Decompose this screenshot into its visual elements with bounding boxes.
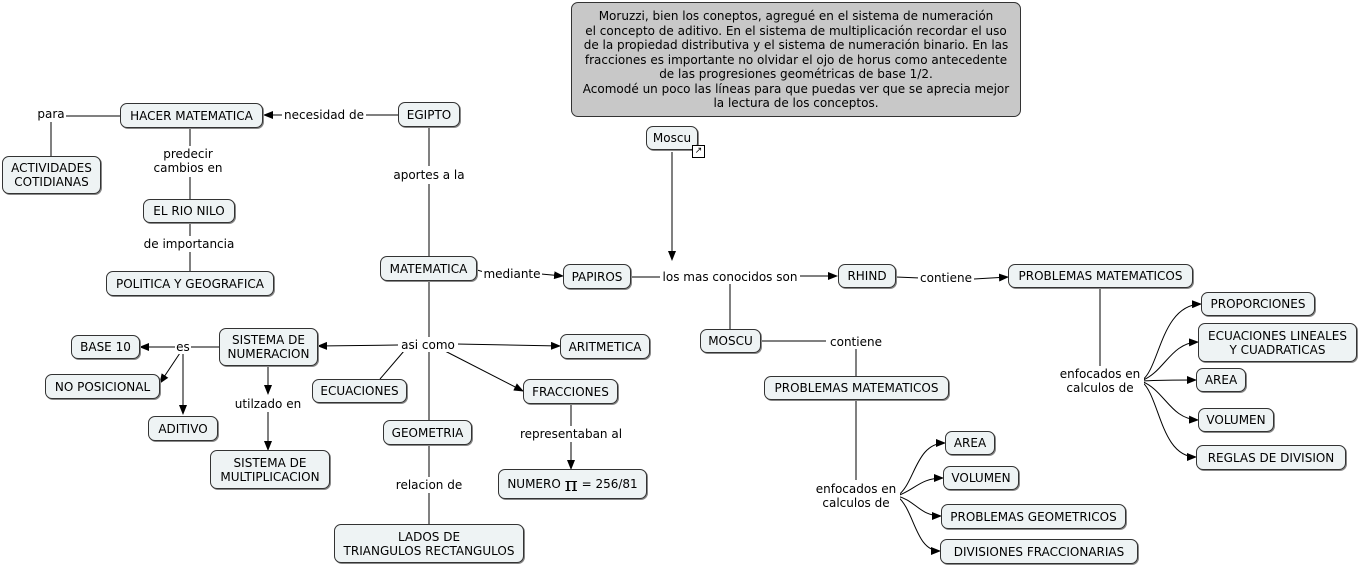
concept-moscu[interactable]: MOSCU [700, 329, 761, 353]
link-enfocados-rhind: enfocados en calculos de [1056, 367, 1144, 395]
concept-sistema-numeracion[interactable]: SISTEMA DE NUMERACION [219, 328, 318, 366]
numero-label: NUMERO [507, 477, 565, 491]
concept-lados-triangulos[interactable]: LADOS DE TRIANGULOS RECTANGULOS [334, 524, 524, 563]
hyperlink-icon[interactable]: ↗ [692, 145, 705, 158]
link-de-importancia: de importancia [140, 237, 238, 251]
concept-area-rhind[interactable]: AREA [1196, 368, 1246, 392]
concept-aditivo[interactable]: ADITIVO [148, 416, 218, 441]
concept-actividades-cotidianas[interactable]: ACTIVIDADES COTIDIANAS [2, 156, 101, 194]
concept-sistema-multiplicacion[interactable]: SISTEMA DE MULTIPLICACION [210, 450, 330, 489]
concept-base10[interactable]: BASE 10 [71, 335, 140, 359]
concept-problemas-geometricos[interactable]: PROBLEMAS GEOMETRICOS [941, 504, 1126, 529]
concept-moscu-link[interactable]: Moscu [646, 126, 698, 150]
link-contiene-rhind: contiene [918, 271, 974, 285]
pi-symbol: π [564, 472, 578, 496]
link-para: para [36, 107, 66, 121]
concept-papiros[interactable]: PAPIROS [563, 264, 631, 289]
concept-politica-geografica[interactable]: POLITICA Y GEOGRAFICA [106, 271, 274, 296]
concept-ecuaciones[interactable]: ECUACIONES [312, 379, 407, 403]
link-representaban: representaban al [517, 427, 625, 441]
link-predecir: predecir cambios en [146, 147, 230, 175]
concept-area-moscu[interactable]: AREA [945, 431, 995, 455]
concept-volumen-rhind[interactable]: VOLUMEN [1198, 408, 1274, 432]
concept-rhind[interactable]: RHIND [838, 264, 896, 288]
concept-no-posicional[interactable]: NO POSICIONAL [45, 374, 160, 399]
comment-note: Moruzzi, bien los coneptos, agregué en e… [571, 2, 1021, 117]
link-utilizado-en: utilzado en [230, 397, 306, 411]
concept-matematica[interactable]: MATEMATICA [380, 256, 477, 281]
concept-aritmetica[interactable]: ARITMETICA [560, 334, 650, 359]
concept-reglas-division[interactable]: REGLAS DE DIVISION [1196, 445, 1346, 470]
link-relacion-de: relacion de [392, 478, 466, 492]
concept-ecuaciones-lineales[interactable]: ECUACIONES LINEALES Y CUADRATICAS [1198, 323, 1357, 362]
concept-numero-pi[interactable]: NUMERO π = 256/81 [498, 469, 647, 499]
concept-divisiones-fraccionarias[interactable]: DIVISIONES FRACCIONARIAS [940, 539, 1138, 564]
concept-rio-nilo[interactable]: EL RIO NILO [143, 199, 235, 223]
concept-fracciones[interactable]: FRACCIONES [523, 379, 618, 404]
concept-egipto[interactable]: EGIPTO [398, 102, 460, 127]
link-necesidad-de: necesidad de [282, 108, 366, 122]
link-asi-como: asi como [398, 338, 458, 352]
link-mediante: mediante [482, 267, 542, 281]
concept-problemas-rhind[interactable]: PROBLEMAS MATEMATICOS [1008, 264, 1193, 288]
link-conocidos: los mas conocidos son [660, 270, 800, 284]
link-es: es [175, 340, 191, 354]
concept-problemas-moscu[interactable]: PROBLEMAS MATEMATICOS [764, 376, 949, 400]
numero-value: = 256/81 [577, 477, 638, 491]
concept-hacer-matematica[interactable]: HACER MATEMATICA [120, 103, 263, 128]
concept-geometria[interactable]: GEOMETRIA [383, 420, 472, 445]
link-enfocados-moscu: enfocados en calculos de [812, 482, 900, 510]
link-aportes: aportes a la [388, 168, 470, 182]
concept-proporciones[interactable]: PROPORCIONES [1201, 292, 1315, 316]
concept-volumen-moscu[interactable]: VOLUMEN [943, 466, 1019, 490]
link-contiene-moscu: contiene [827, 335, 885, 349]
